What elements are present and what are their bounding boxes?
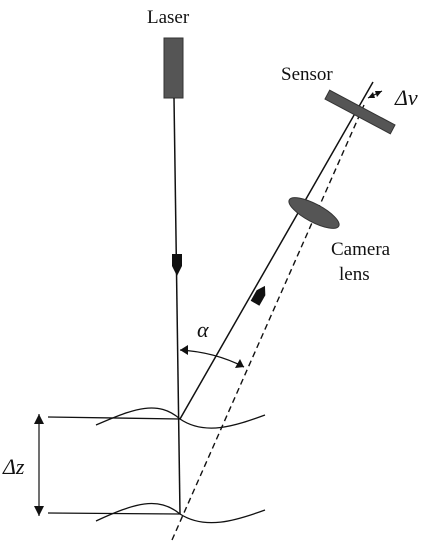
laser-beam-arrow (172, 254, 182, 276)
lower-surface-curve (95, 502, 266, 524)
delta-z-arrowhead-top (34, 414, 44, 424)
laser-source (163, 37, 184, 99)
delta-v-arrowhead-left (368, 92, 375, 98)
alpha-arrowhead-left (180, 345, 188, 355)
alpha-label: α (197, 317, 209, 342)
delta-v-label: Δv (394, 85, 418, 110)
reflected-beam-arrow (250, 285, 266, 306)
delta-z-arrowhead-bottom (34, 506, 44, 516)
camera-lens (288, 197, 340, 229)
laser-beam (173, 97, 181, 515)
alpha-arrowhead-right (235, 359, 244, 368)
delta-z-label: Δz (2, 454, 25, 479)
camera-lens-label-line2: lens (339, 264, 370, 285)
delta-v-arrowhead-right (375, 91, 382, 97)
sensor (324, 89, 396, 135)
sensor-label: Sensor (281, 64, 333, 85)
laser-label: Laser (147, 7, 190, 28)
camera-lens-label-line1: Camera (331, 239, 391, 260)
reflected-beam-solid (179, 81, 374, 420)
